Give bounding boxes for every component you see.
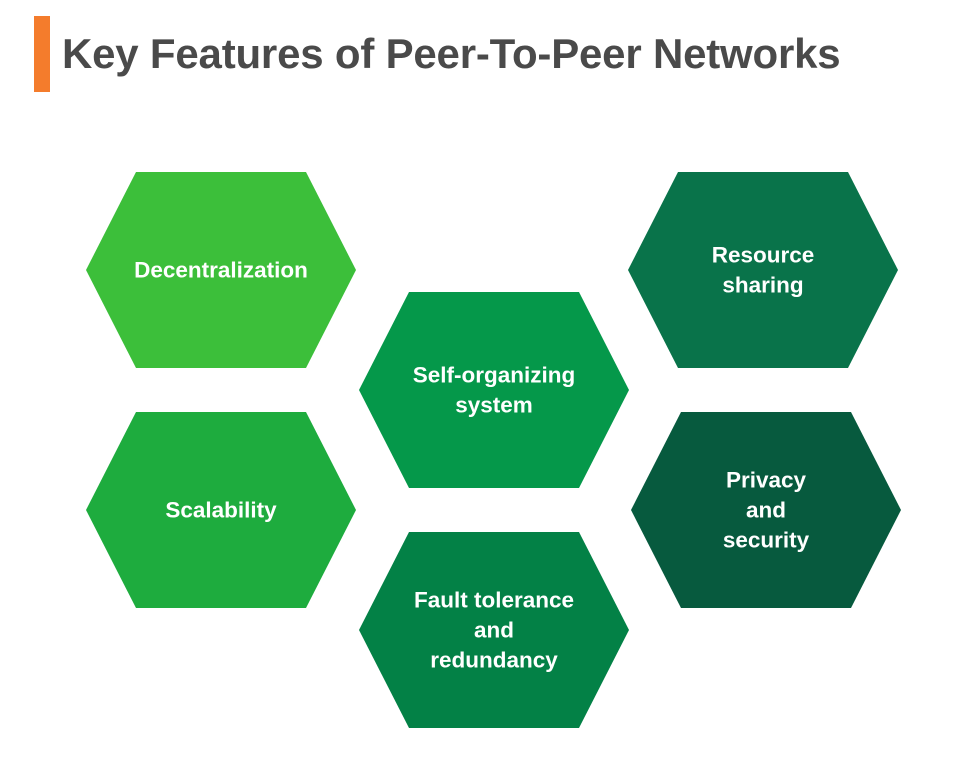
hexagon-shape — [86, 172, 356, 368]
feature-label: Decentralization — [134, 258, 308, 283]
feature-hexagon-privacy-and-security: Privacy and security — [631, 412, 901, 608]
title-accent-bar — [34, 16, 50, 92]
hexagon-shape — [628, 172, 898, 368]
feature-hexagon-scalability: Scalability — [86, 412, 356, 608]
feature-hexagon-self-organizing-system: Self-organizing system — [359, 292, 629, 488]
hexagon-shape — [359, 292, 629, 488]
hexagon-shape — [86, 412, 356, 608]
hexagon-shape — [631, 412, 901, 608]
page-header: Key Features of Peer-To-Peer Networks — [34, 16, 841, 92]
feature-label: and — [746, 498, 786, 523]
feature-label: sharing — [722, 273, 803, 298]
hexagon-shape — [359, 532, 629, 728]
feature-label: Scalability — [165, 498, 277, 523]
feature-hexagon-fault-tolerance-and-redundancy: Fault tolerance and redundancy — [359, 532, 629, 728]
feature-label: Privacy — [726, 468, 807, 493]
feature-label: Self-organizing — [413, 363, 576, 388]
page-title: Key Features of Peer-To-Peer Networks — [62, 30, 841, 77]
feature-label: system — [455, 393, 533, 418]
feature-label: Resource — [712, 243, 815, 268]
feature-label: Fault tolerance — [414, 588, 574, 613]
feature-label: and — [474, 618, 514, 643]
feature-hexagon-resource-sharing: Resource sharing — [628, 172, 898, 368]
feature-label: security — [723, 528, 810, 553]
feature-hexagon-decentralization: Decentralization — [86, 172, 356, 368]
feature-label: redundancy — [430, 648, 558, 673]
